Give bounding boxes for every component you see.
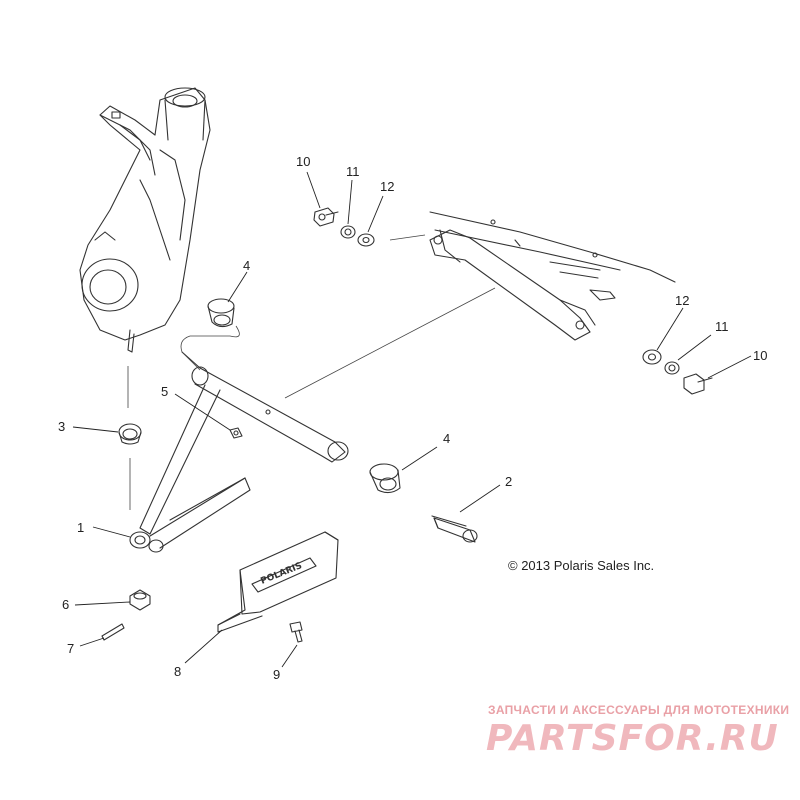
- steering-knuckle: [79, 87, 211, 353]
- grease-fitting: [229, 427, 243, 439]
- brake-line: [180, 325, 240, 371]
- callout-4-lower: 4: [443, 431, 450, 446]
- callout-2: 2: [505, 474, 512, 489]
- callout-10-right: 10: [753, 348, 767, 363]
- washer-12-right: [642, 349, 662, 365]
- callout-11-right: 11: [715, 319, 729, 334]
- cotter-pin: [101, 623, 125, 641]
- alignment-lines: [127, 234, 496, 510]
- watermark-logo: PARTSFOR.RU: [486, 718, 779, 759]
- callout-7: 7: [67, 641, 74, 656]
- copyright-notice: © 2013 Polaris Sales Inc.: [508, 558, 655, 573]
- callout-12-left: 12: [380, 179, 394, 194]
- callout-6: 6: [62, 597, 69, 612]
- callout-12-right: 12: [675, 293, 689, 308]
- frame-cross-member: [429, 211, 676, 341]
- flange-nut-11-left: [340, 225, 356, 239]
- callout-3: 3: [58, 419, 65, 434]
- callout-10-left: 10: [296, 154, 310, 169]
- skid-plate: POLARIS: [217, 531, 339, 633]
- pivot-shaft: [431, 515, 478, 543]
- callout-4-upper: 4: [243, 258, 250, 273]
- bushing-upper: [207, 298, 235, 328]
- flange-nut-11-right: [664, 361, 680, 375]
- callout-11-left: 11: [346, 164, 360, 179]
- ball-joint-cup: [118, 423, 142, 445]
- washer-12-left: [357, 233, 375, 247]
- callout-5: 5: [161, 384, 168, 399]
- watermark-tagline: ЗАПЧАСТИ И АКСЕССУАРЫ ДЛЯ МОТОТЕХНИКИ: [488, 703, 790, 717]
- castle-nut: [129, 589, 151, 611]
- a-arm: [129, 351, 349, 553]
- plate-bolt: [289, 621, 303, 643]
- bolt-10-left: [313, 207, 339, 227]
- callout-labels: 1 2 3 4 4 5 6 7 8 9 10 11 12 12 11 10: [58, 154, 767, 682]
- bolt-10-right: [683, 373, 713, 395]
- leader-lines: [72, 171, 752, 668]
- callout-8: 8: [174, 664, 181, 679]
- callout-1: 1: [77, 520, 84, 535]
- bushing-lower: [369, 463, 401, 494]
- callout-9: 9: [273, 667, 280, 682]
